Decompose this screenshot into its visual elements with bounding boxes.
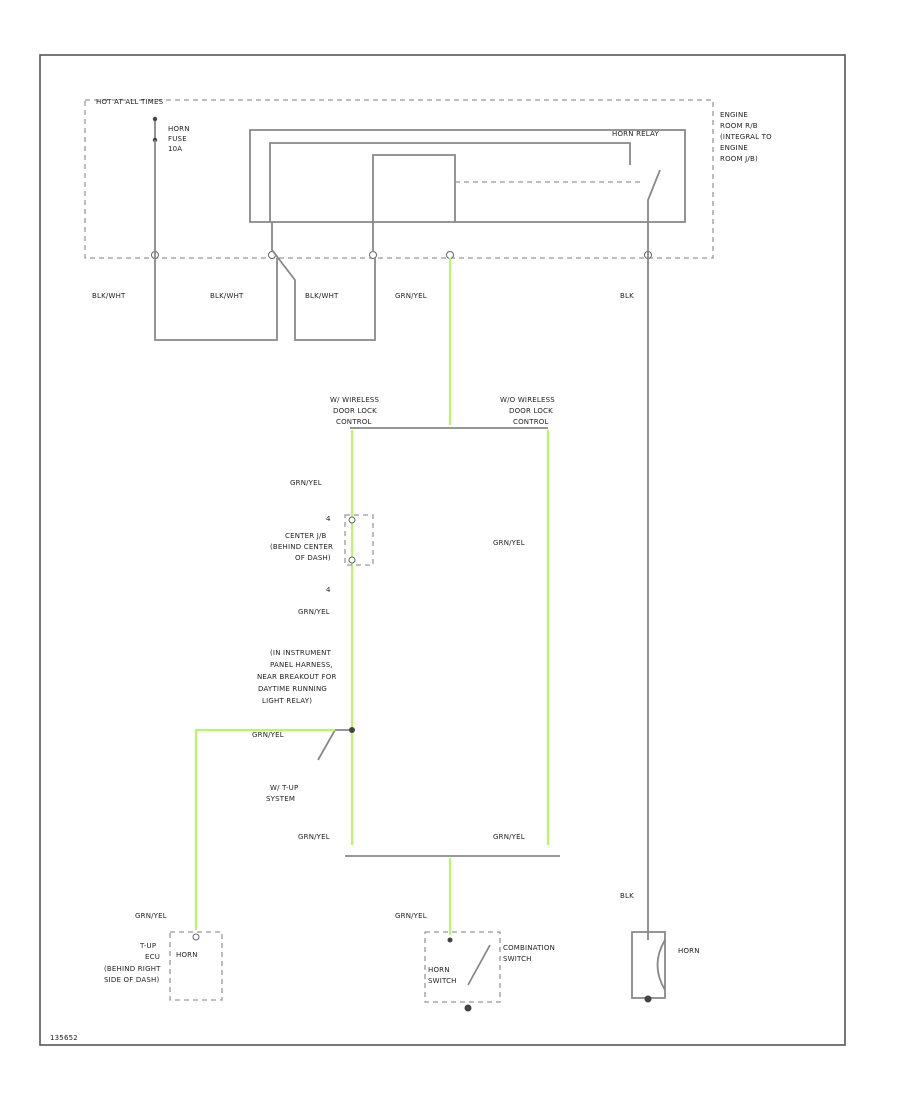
label-ip-harness-2: PANEL HARNESS, <box>270 661 333 669</box>
label-combo-switch-2: SWITCH <box>503 955 532 963</box>
label-horn-fuse-3: 10A <box>168 145 182 153</box>
diagram-frame <box>39 54 846 1046</box>
label-wire-grnyel-2: GRN/YEL <box>290 479 322 487</box>
label-wire-grnyel-8: GRN/YEL <box>135 912 167 920</box>
diagram-id: 135652 <box>50 1034 78 1042</box>
label-horn-switch-1: HORN <box>428 966 450 974</box>
connector-3 <box>369 251 377 259</box>
label-engine-room-5: ROOM J/B) <box>720 155 758 163</box>
tup-ecu-pin <box>192 933 200 941</box>
label-w-tup-1: W/ T-UP <box>270 784 298 792</box>
center-jb-pin-top <box>348 516 356 524</box>
label-horn: HORN <box>678 947 700 955</box>
splice-wire-tup <box>317 729 352 761</box>
horn-curve <box>656 939 666 991</box>
label-tup-ecu-1: T-UP <box>139 942 156 950</box>
label-horn-fuse-2: FUSE <box>168 135 187 143</box>
relay-solid-box <box>249 129 686 223</box>
label-w-tup-2: SYSTEM <box>266 795 295 803</box>
label-ip-harness-3: NEAR BREAKOUT FOR <box>257 673 337 681</box>
label-wire-blk: BLK <box>620 292 634 300</box>
label-tup-ecu-2: ECU <box>145 953 160 961</box>
label-wire-grnyel-4: GRN/YEL <box>298 608 330 616</box>
label-w-wireless-3: CONTROL <box>336 418 372 426</box>
horn-switch-dot-top <box>447 937 453 943</box>
label-engine-room-2: ROOM R/B <box>720 122 758 130</box>
label-ip-harness-5: LIGHT RELAY) <box>262 697 312 705</box>
label-tup-ecu-3: (BEHIND RIGHT <box>104 965 161 973</box>
relay-switch-contact <box>647 169 661 222</box>
center-jb-pin-bottom <box>348 556 356 564</box>
splice-dot <box>349 727 355 733</box>
label-wo-wireless-2: DOOR LOCK <box>509 407 553 415</box>
label-wire-grnyel-1: GRN/YEL <box>395 292 427 300</box>
label-wire-blkwht-3: BLK/WHT <box>305 292 339 300</box>
label-engine-room-1: ENGINE <box>720 111 748 119</box>
label-wire-grnyel-9: GRN/YEL <box>395 912 427 920</box>
label-tup-ecu-4: SIDE OF DASH) <box>104 976 159 984</box>
label-wire-grnyel-5: GRN/YEL <box>252 731 284 739</box>
horn-switch-ground <box>464 1004 472 1012</box>
label-center-jb-2: (BEHIND CENTER <box>270 543 333 551</box>
wire-grnyel-to-tup <box>194 728 335 930</box>
relay-inner-line <box>269 142 631 222</box>
label-ip-harness-4: DAYTIME RUNNING <box>258 685 327 693</box>
tup-ecu-box <box>169 931 223 1001</box>
label-tup-horn: HORN <box>176 951 198 959</box>
label-combo-switch-1: COMBINATION <box>503 944 555 952</box>
label-pin-bottom: 4 <box>326 586 331 594</box>
label-w-wireless-2: DOOR LOCK <box>333 407 377 415</box>
label-wire-grnyel-7: GRN/YEL <box>493 833 525 841</box>
label-w-wireless-1: W/ WIRELESS <box>330 396 380 404</box>
connector-4 <box>446 251 454 259</box>
horn-switch-contact <box>467 944 491 986</box>
label-pin-top: 4 <box>326 515 331 523</box>
horn-symbol <box>631 931 666 999</box>
label-engine-room-3: (INTEGRAL TO <box>720 133 772 141</box>
label-wire-grnyel-3: GRN/YEL <box>493 539 525 547</box>
wire-blkwht-2 <box>271 222 376 341</box>
center-jb-box <box>344 514 374 566</box>
label-wire-grnyel-6: GRN/YEL <box>298 833 330 841</box>
label-horn-relay: HORN RELAY <box>612 130 659 138</box>
label-horn-fuse-1: HORN <box>168 125 190 133</box>
relay-coil-line <box>372 154 456 222</box>
horn-switch-box <box>424 931 501 1003</box>
label-wo-wireless-1: W/O WIRELESS <box>500 396 555 404</box>
fuse-dot-top <box>152 116 158 122</box>
label-horn-switch-2: SWITCH <box>428 977 457 985</box>
label-wire-blk-2: BLK <box>620 892 634 900</box>
label-center-jb-1: CENTER J/B <box>285 532 327 540</box>
wire-blkwht-loop <box>154 140 278 341</box>
label-hot-at-all-times: HOT AT ALL TIMES <box>96 98 164 106</box>
horn-ground <box>644 995 652 1003</box>
label-wire-blkwht-2: BLK/WHT <box>210 292 244 300</box>
label-wire-blkwht-1: BLK/WHT <box>92 292 126 300</box>
label-ip-harness-1: (IN INSTRUMENT <box>270 649 332 657</box>
label-engine-room-4: ENGINE <box>720 144 748 152</box>
label-center-jb-3: OF DASH) <box>295 554 331 562</box>
label-wo-wireless-3: CONTROL <box>513 418 549 426</box>
engine-room-box <box>84 99 714 259</box>
